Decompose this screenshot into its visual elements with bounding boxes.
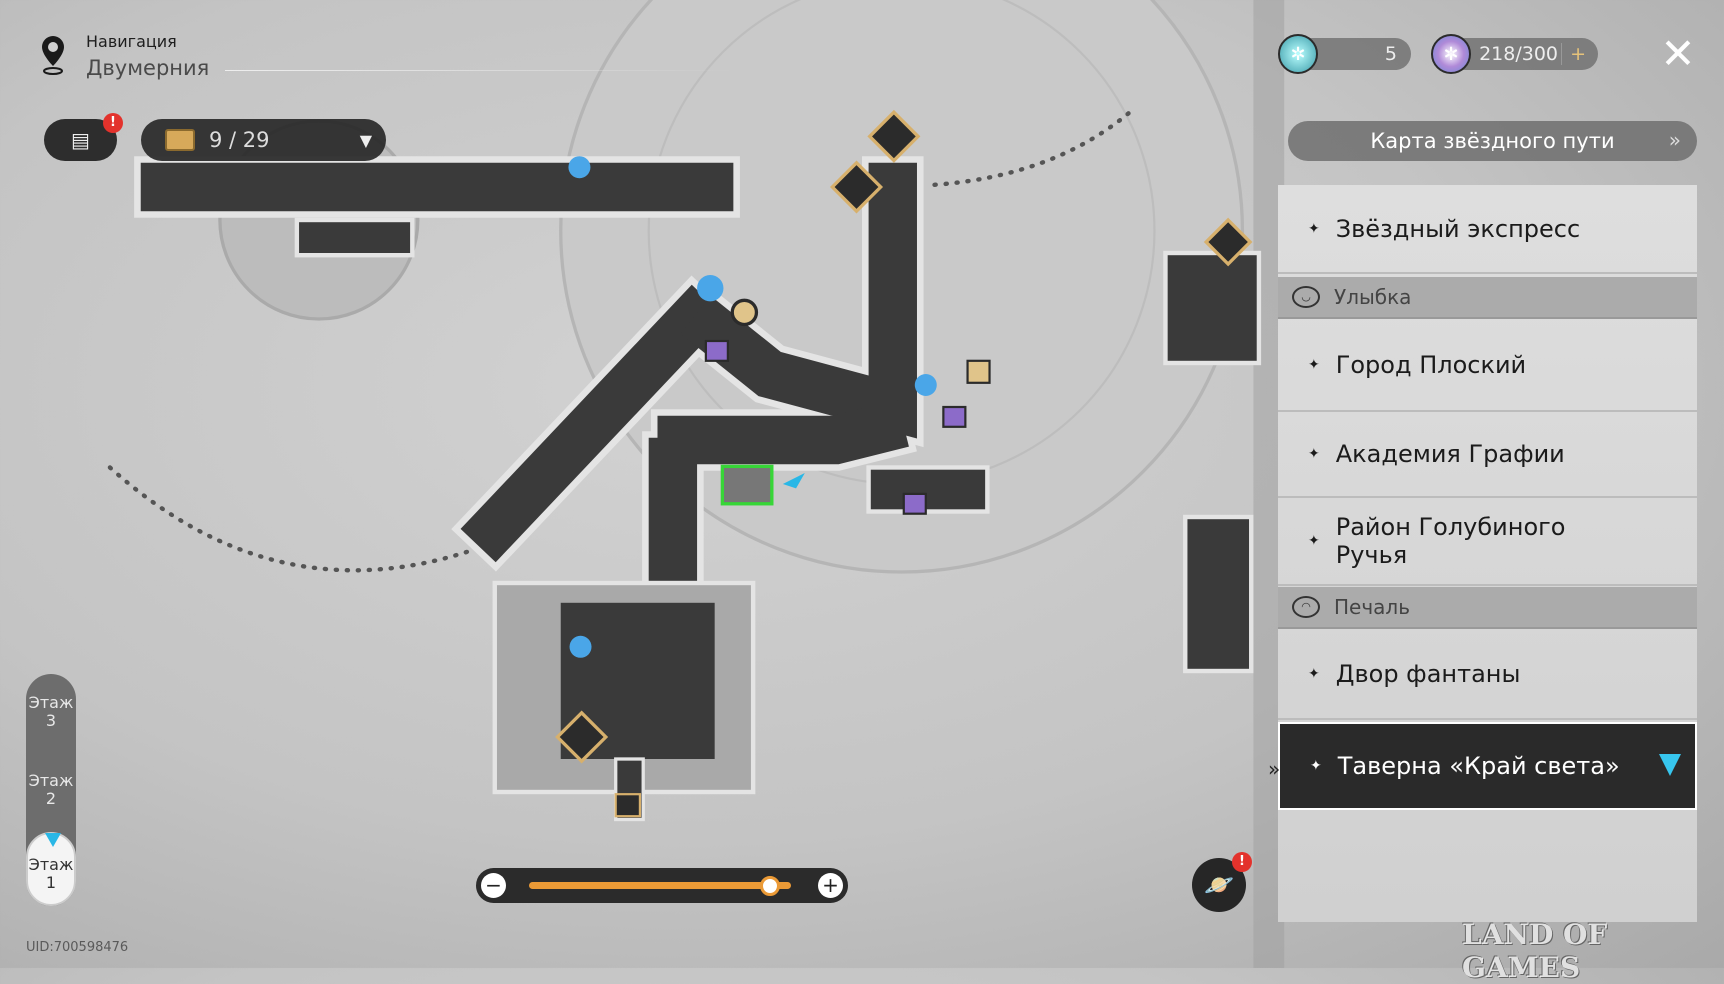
clipboard-icon: ▤ <box>71 128 90 152</box>
floor-2-button[interactable]: Этаж 2 <box>26 772 76 808</box>
exit-marker-icon <box>614 793 642 818</box>
zoom-out-button[interactable]: − <box>481 873 506 898</box>
smile-icon: ◡ <box>1292 286 1320 308</box>
chest-counter-dropdown[interactable]: 9 / 29 ▼ <box>141 119 386 161</box>
star-icon: ✦ <box>1308 220 1320 237</box>
area-name: Двумерния <box>86 56 210 80</box>
location-label: Звёздный экспресс <box>1335 214 1581 243</box>
chest-marker-icon <box>704 339 729 362</box>
selection-arrow-icon: » <box>1268 757 1281 781</box>
planet-icon: 🪐 <box>1204 871 1234 899</box>
dropdown-arrow-icon: ▼ <box>359 131 372 150</box>
star-icon: ✦ <box>1308 666 1320 682</box>
star-map-label: Карта звёздного пути <box>1370 129 1615 153</box>
map-markers[interactable] <box>555 109 1253 818</box>
star-icon: ✦ <box>1310 758 1322 774</box>
floor-label: Этаж 2 <box>28 771 74 808</box>
dotted-path <box>107 465 475 573</box>
location-item-tavern-world-edge[interactable]: ✦ Таверна «Край света» <box>1278 722 1697 810</box>
treasure-chest-icon <box>165 129 195 151</box>
star-map-button[interactable]: Карта звёздного пути » <box>1288 121 1697 161</box>
uid-label: UID:700598476 <box>26 940 129 955</box>
floor-selector: Этаж 3 Этаж 2 Этаж 1 <box>26 674 76 906</box>
location-item-fountain-yard[interactable]: ✦ Двор фантаны <box>1278 630 1697 720</box>
watermark: LAND OF GAMES <box>1462 918 1608 984</box>
location-item-flat-city[interactable]: ✦ Город Плоский <box>1278 320 1697 412</box>
notes-button[interactable]: ▤! <box>44 113 123 161</box>
puzzle-marker-icon <box>966 359 991 384</box>
location-label: Таверна «Край света» <box>1337 752 1620 780</box>
add-power-button[interactable]: + <box>1561 43 1586 65</box>
floor-label: Этаж 1 <box>28 855 74 892</box>
location-label: Район Голубиного Ручья <box>1335 513 1566 569</box>
chevron-right-icon: » <box>1668 128 1681 152</box>
currency-value: 5 <box>1384 43 1397 65</box>
trailblaze-power-icon: ✲ <box>1431 34 1471 74</box>
currency-trailblaze-power: ✲ 218/300+ <box>1431 34 1598 74</box>
group-label: Печаль <box>1334 595 1410 619</box>
chest-count: 9 / 29 <box>209 128 270 152</box>
enemy-marker-icon <box>555 710 609 764</box>
star-icon: ✦ <box>1308 446 1320 462</box>
zoom-thumb[interactable] <box>760 876 781 896</box>
enemy-marker-icon <box>829 160 884 214</box>
group-header-sorrow: ◠ Печаль <box>1278 587 1697 629</box>
chest-marker-icon <box>942 405 967 428</box>
floor-3-button[interactable]: Этаж 3 <box>26 694 76 730</box>
current-floor-marker-icon <box>45 833 61 847</box>
map-corridors <box>134 156 1262 822</box>
star-icon: ✦ <box>1308 357 1320 373</box>
group-label: Улыбка <box>1334 285 1412 309</box>
chest-marker-icon <box>902 492 927 515</box>
group-header-smile: ◡ Улыбка <box>1278 277 1697 319</box>
zoom-in-button[interactable]: + <box>818 873 843 898</box>
location-label: Двор фантаны <box>1335 660 1521 688</box>
teleport-icon <box>568 156 591 179</box>
location-pin-icon <box>42 36 64 75</box>
alert-badge-icon: ! <box>103 113 123 133</box>
location-label: Академия Графии <box>1335 440 1565 468</box>
teleport-icon <box>569 635 592 658</box>
player-area-highlight <box>720 464 774 506</box>
floor-1-button[interactable]: Этаж 1 <box>26 832 76 906</box>
currency-value: 218/300 <box>1479 43 1558 65</box>
floor-label: Этаж 3 <box>28 693 74 730</box>
current-location-marker-icon <box>1659 754 1681 776</box>
npc-marker-icon <box>730 298 759 327</box>
dotted-path <box>932 107 1135 187</box>
player-arrow-icon <box>782 473 805 489</box>
currency-star-fuel: ✲5 <box>1278 34 1411 74</box>
close-button[interactable]: ✕ <box>1660 29 1696 78</box>
location-item-star-express[interactable]: ✦ Звёздный экспресс <box>1278 185 1697 274</box>
star-icon: ✦ <box>1308 533 1320 549</box>
location-item-dove-stream-district[interactable]: ✦ Район Голубиного Ручья <box>1278 498 1697 586</box>
navigation-label: Навигация <box>86 32 177 51</box>
location-item-grafia-academy[interactable]: ✦ Академия Графии <box>1278 412 1697 498</box>
location-list: ✦ Звёздный экспресс ◡ Улыбка ✦ Город Плоски… <box>1278 185 1697 922</box>
sad-face-icon: ◠ <box>1292 596 1320 618</box>
alert-badge-icon: ! <box>1232 852 1252 872</box>
zoom-track[interactable] <box>529 882 791 889</box>
world-switch-button[interactable]: 🪐! <box>1192 852 1252 912</box>
teleport-icon <box>914 374 937 396</box>
location-label: Город Плоский <box>1335 351 1527 379</box>
teleport-icon <box>697 275 724 302</box>
star-fuel-icon: ✲ <box>1278 34 1318 74</box>
zoom-slider[interactable]: − + <box>476 868 848 903</box>
mission-marker-icon <box>867 109 921 163</box>
enemy-marker-icon <box>1203 217 1253 267</box>
divider <box>225 70 735 71</box>
